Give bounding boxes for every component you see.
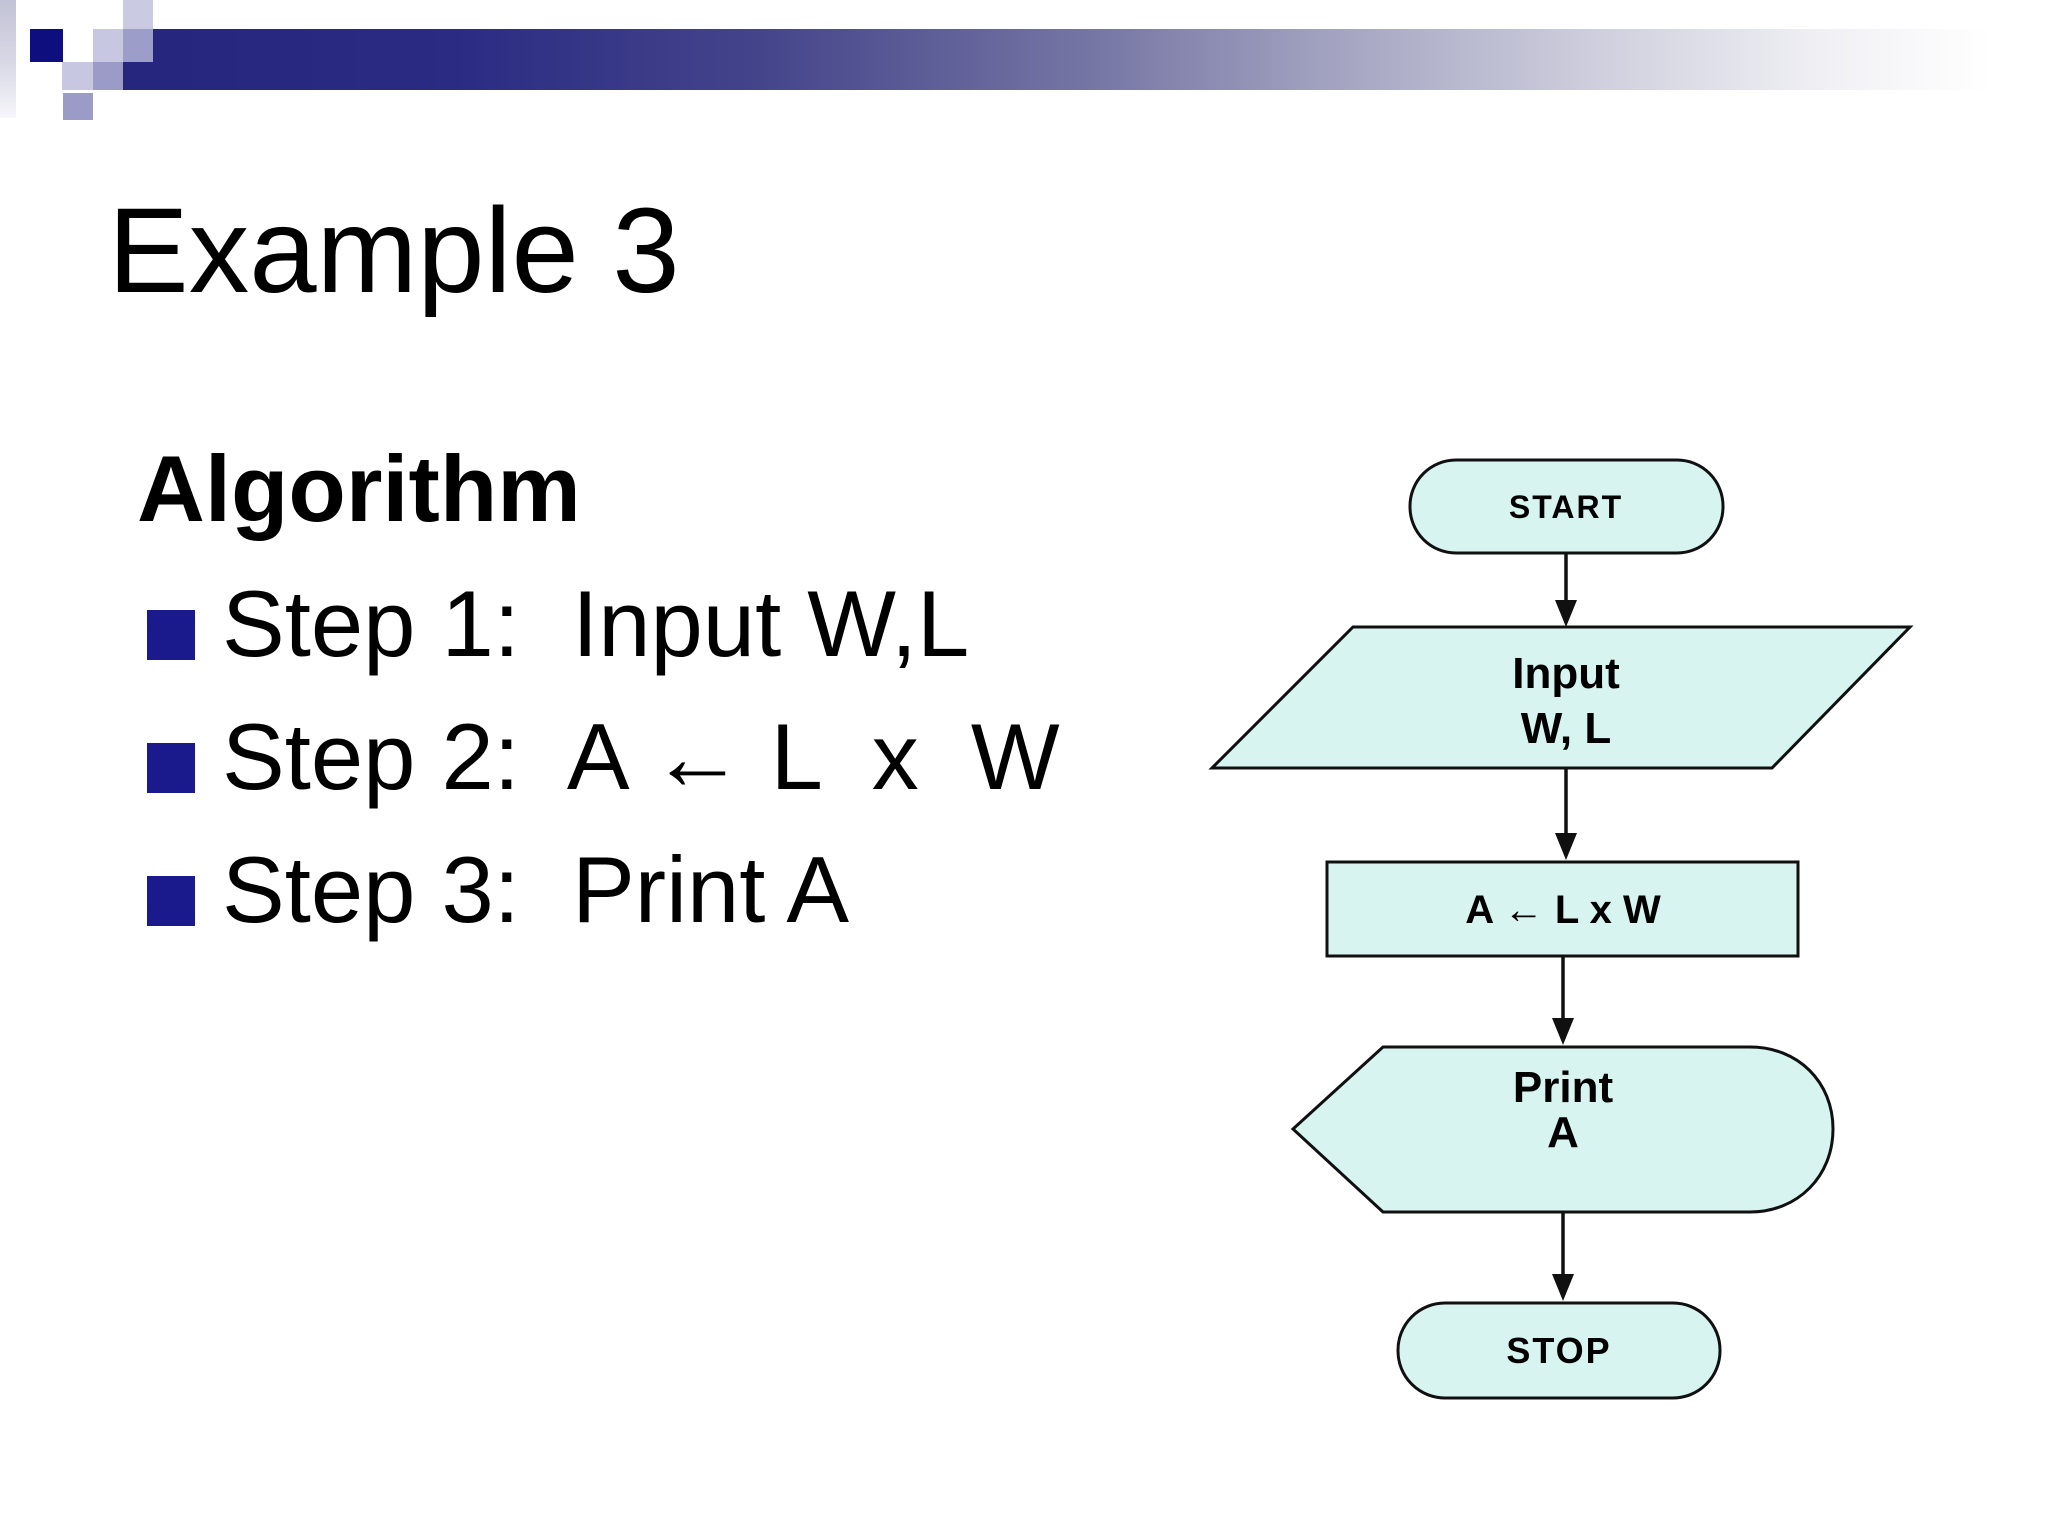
process-rectangle-shape	[1325, 860, 1800, 958]
bullet-label: Step 2: A ← L x W	[222, 704, 1060, 809]
corner-square-light-1	[123, 0, 153, 29]
corner-square-light-2	[93, 29, 123, 62]
corner-square-navy	[30, 29, 63, 62]
stop-terminator-shape	[1396, 1301, 1722, 1400]
banner-bar-notch	[123, 62, 153, 90]
input-label-line2: W, L	[1521, 704, 1611, 753]
print-label-line1: Print	[1513, 1063, 1614, 1112]
bullet-square-icon	[147, 610, 195, 660]
input-parallelogram-shape	[1208, 625, 1914, 770]
input-label-line1: Input	[1512, 649, 1620, 698]
stop-label: STOP	[1506, 1330, 1611, 1371]
bullet-label: Step 1: Input W,L	[222, 571, 970, 676]
slide-title: Example 3	[108, 182, 680, 318]
banner-gradient-bar	[153, 29, 2048, 90]
bullet-item-step2: Step 2: A ← L x W	[147, 710, 1060, 804]
corner-square-medium-1	[123, 29, 153, 62]
print-label-line2: A	[1547, 1108, 1579, 1157]
start-label: START	[1509, 489, 1623, 525]
bullet-label: Step 3: Print A	[222, 837, 850, 942]
flow-arrowhead-icon	[1552, 1018, 1574, 1045]
algorithm-heading: Algorithm	[137, 436, 581, 541]
flowchart-diagram: START Input W, L A ← L x W Print A STOP	[1208, 458, 1914, 1400]
bullet-item-step3: Step 3: Print A	[147, 843, 849, 937]
process-label: A ← L x W	[1465, 888, 1661, 932]
bullet-square-icon	[147, 876, 195, 926]
corner-square-light-3	[62, 62, 93, 90]
corner-square-medium-2	[93, 62, 123, 90]
left-edge-strip	[0, 0, 16, 118]
bullet-square-icon	[147, 743, 195, 793]
bullet-item-step1: Step 1: Input W,L	[147, 577, 969, 671]
flow-arrowhead-icon	[1555, 600, 1577, 627]
flow-arrowhead-icon	[1555, 833, 1577, 860]
corner-square-medium-3	[63, 93, 93, 120]
print-display-shape	[1290, 1045, 1835, 1214]
flow-arrowhead-icon	[1552, 1274, 1574, 1301]
